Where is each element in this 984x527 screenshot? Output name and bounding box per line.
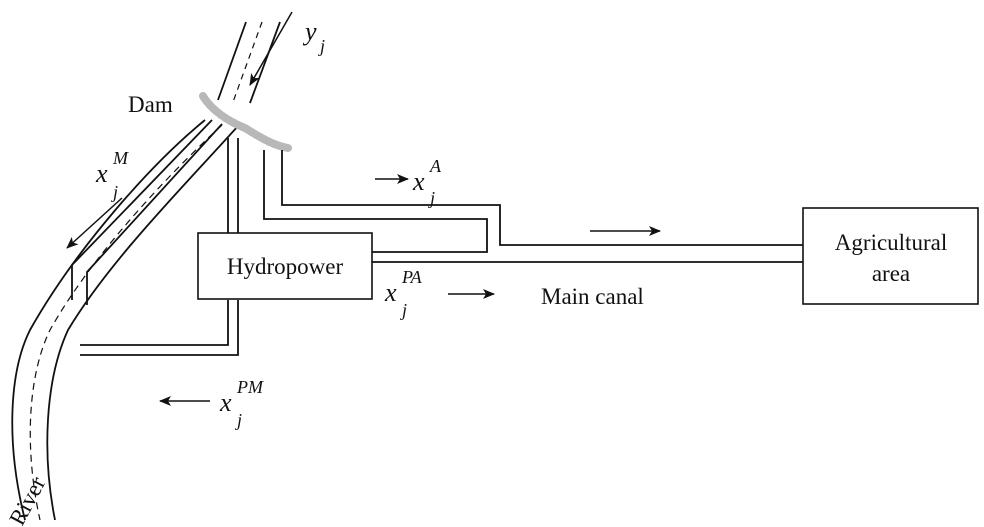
svg-text:PM: PM bbox=[236, 377, 264, 397]
river-label: River bbox=[4, 472, 50, 527]
power-to-main-variable: x PM j bbox=[219, 377, 264, 430]
svg-text:j: j bbox=[111, 182, 118, 202]
svg-text:M: M bbox=[112, 148, 129, 168]
svg-text:j: j bbox=[400, 300, 407, 320]
power-return-channel bbox=[80, 138, 239, 356]
agricultural-area-box bbox=[802, 207, 979, 305]
main-release-arrow bbox=[66, 197, 123, 249]
agricultural-area-label-line2: area bbox=[872, 261, 910, 286]
agricultural-release-channel bbox=[263, 150, 803, 253]
svg-text:A: A bbox=[429, 156, 442, 176]
svg-text:j: j bbox=[318, 36, 325, 56]
main-release-channel bbox=[71, 119, 223, 305]
inflow-variable: y j bbox=[302, 17, 325, 56]
agricultural-area-label-line1: Agricultural bbox=[835, 230, 947, 255]
svg-text:y: y bbox=[302, 17, 317, 46]
svg-text:j: j bbox=[428, 188, 435, 208]
hydropower-box bbox=[197, 232, 373, 300]
hydropower-label: Hydropower bbox=[227, 254, 344, 279]
svg-text:PA: PA bbox=[401, 267, 423, 287]
svg-text:j: j bbox=[235, 410, 242, 430]
inflow-arrow bbox=[249, 11, 293, 86]
dam-label: Dam bbox=[128, 92, 173, 117]
main-release-variable: x M j bbox=[95, 148, 129, 202]
flow-arrows bbox=[66, 11, 661, 406]
dam bbox=[199, 92, 292, 152]
power-to-agri-variable: x PA j bbox=[384, 267, 423, 320]
svg-text:x: x bbox=[384, 278, 397, 307]
svg-text:x: x bbox=[95, 159, 108, 188]
river-channel bbox=[11, 21, 281, 521]
agri-release-variable: x A j bbox=[412, 156, 442, 208]
svg-text:x: x bbox=[412, 167, 425, 196]
svg-text:x: x bbox=[219, 388, 232, 417]
main-canal-label: Main canal bbox=[541, 284, 644, 309]
